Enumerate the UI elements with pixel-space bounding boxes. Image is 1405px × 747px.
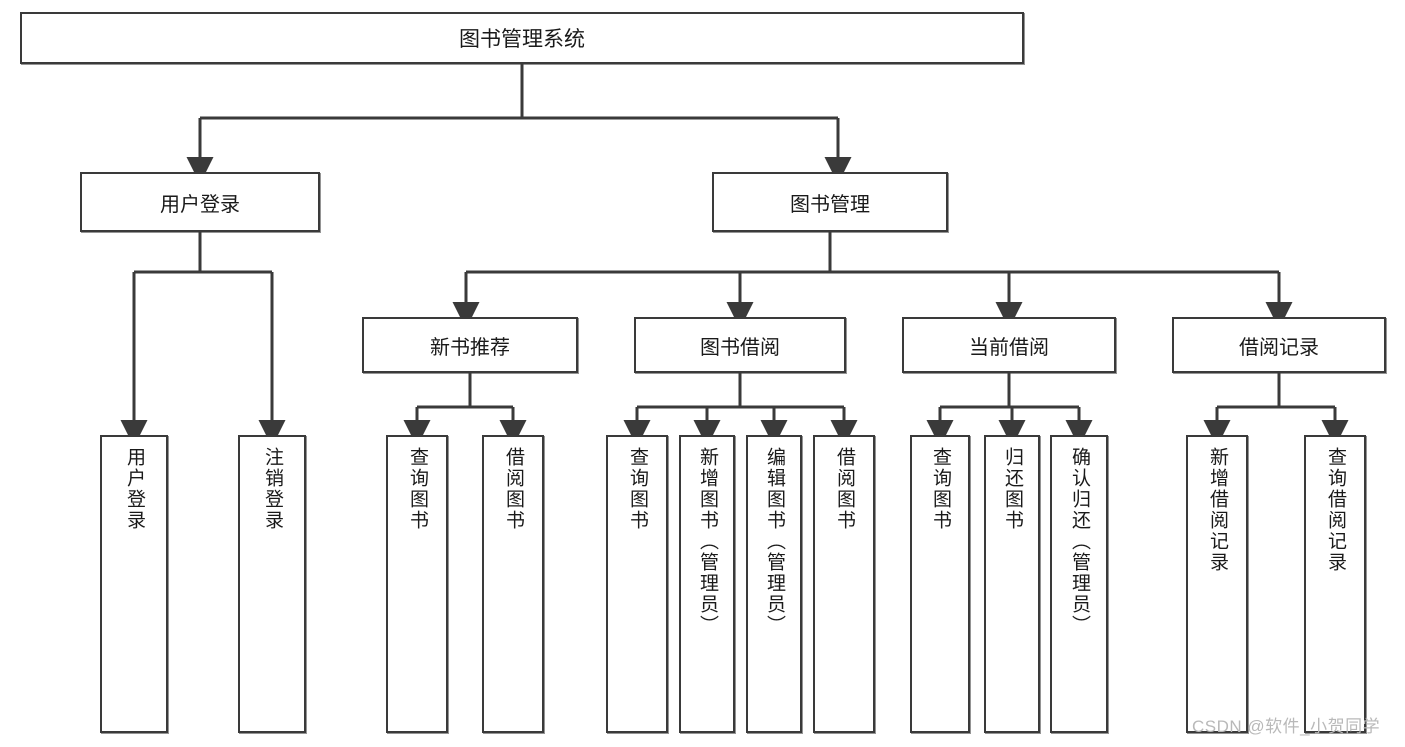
node-new-book-recommend[interactable]: 新书推荐 [362, 317, 578, 373]
leaf-confirm-return-admin-label: 确认归还（管理员） [1068, 447, 1090, 636]
leaf-query-borrow-record[interactable]: 查询借阅记录 [1304, 435, 1366, 733]
node-user-login-label: 用户登录 [160, 193, 240, 216]
leaf-return-book[interactable]: 归还图书 [984, 435, 1040, 733]
node-book-management[interactable]: 图书管理 [712, 172, 948, 232]
leaf-query-book-recommend[interactable]: 查询图书 [386, 435, 448, 733]
leaf-user-login[interactable]: 用户登录 [100, 435, 168, 733]
node-borrow-record[interactable]: 借阅记录 [1172, 317, 1386, 373]
node-root[interactable]: 图书管理系统 [20, 12, 1024, 64]
node-book-management-label: 图书管理 [790, 193, 870, 216]
node-root-label: 图书管理系统 [459, 28, 585, 51]
watermark: CSDN @软件_小贺同学 [1192, 717, 1381, 736]
leaf-borrow-book-recommend[interactable]: 借阅图书 [482, 435, 544, 733]
leaf-query-book-current[interactable]: 查询图书 [910, 435, 970, 733]
leaf-user-login-label: 用户登录 [123, 447, 145, 531]
leaf-confirm-return-admin[interactable]: 确认归还（管理员） [1050, 435, 1108, 733]
node-current-borrow[interactable]: 当前借阅 [902, 317, 1116, 373]
leaf-query-book-current-label: 查询图书 [929, 447, 951, 531]
node-user-login[interactable]: 用户登录 [80, 172, 320, 232]
leaf-add-borrow-record-label: 新增借阅记录 [1206, 447, 1228, 573]
leaf-query-book-borrow[interactable]: 查询图书 [606, 435, 668, 733]
leaf-add-borrow-record[interactable]: 新增借阅记录 [1186, 435, 1248, 733]
leaf-query-book-borrow-label: 查询图书 [626, 447, 648, 531]
node-borrow-record-label: 借阅记录 [1239, 336, 1319, 359]
leaf-borrow-book-label: 借阅图书 [833, 447, 855, 531]
leaf-edit-book-admin[interactable]: 编辑图书（管理员） [746, 435, 802, 733]
leaf-add-book-admin-label: 新增图书（管理员） [696, 447, 718, 636]
node-current-borrow-label: 当前借阅 [969, 336, 1049, 359]
leaf-query-book-recommend-label: 查询图书 [406, 447, 428, 531]
leaf-borrow-book-recommend-label: 借阅图书 [502, 447, 524, 531]
leaf-edit-book-admin-label: 编辑图书（管理员） [763, 447, 785, 636]
leaf-user-logout-label: 注销登录 [261, 447, 283, 531]
node-book-borrow[interactable]: 图书借阅 [634, 317, 846, 373]
node-new-book-recommend-label: 新书推荐 [430, 336, 510, 359]
leaf-query-borrow-record-label: 查询借阅记录 [1324, 447, 1346, 573]
leaf-add-book-admin[interactable]: 新增图书（管理员） [679, 435, 735, 733]
leaf-borrow-book[interactable]: 借阅图书 [813, 435, 875, 733]
leaf-return-book-label: 归还图书 [1001, 447, 1023, 531]
node-book-borrow-label: 图书借阅 [700, 336, 780, 359]
leaf-user-logout[interactable]: 注销登录 [238, 435, 306, 733]
